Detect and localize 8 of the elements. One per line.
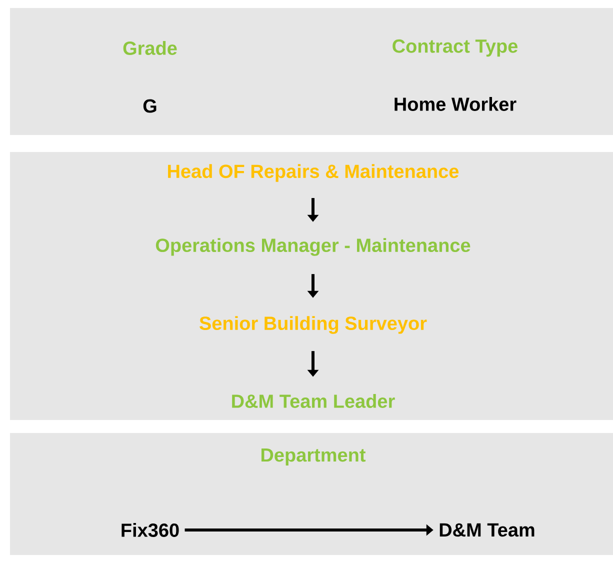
- title-text: Operations Manager - Maintenance: [156, 238, 470, 256]
- title-text: Senior Building Surveyor: [200, 316, 427, 334]
- panel: [10, 152, 613, 420]
- title-text: D&M Team: [440, 523, 534, 537]
- panel: Grade Contract Type G Home Worker: [10, 8, 613, 135]
- title-text: D&M Team Leader: [232, 394, 395, 408]
- title-text: Fix360: [122, 523, 179, 537]
- title-text: Head OF Repairs & Maintenance: [168, 164, 459, 182]
